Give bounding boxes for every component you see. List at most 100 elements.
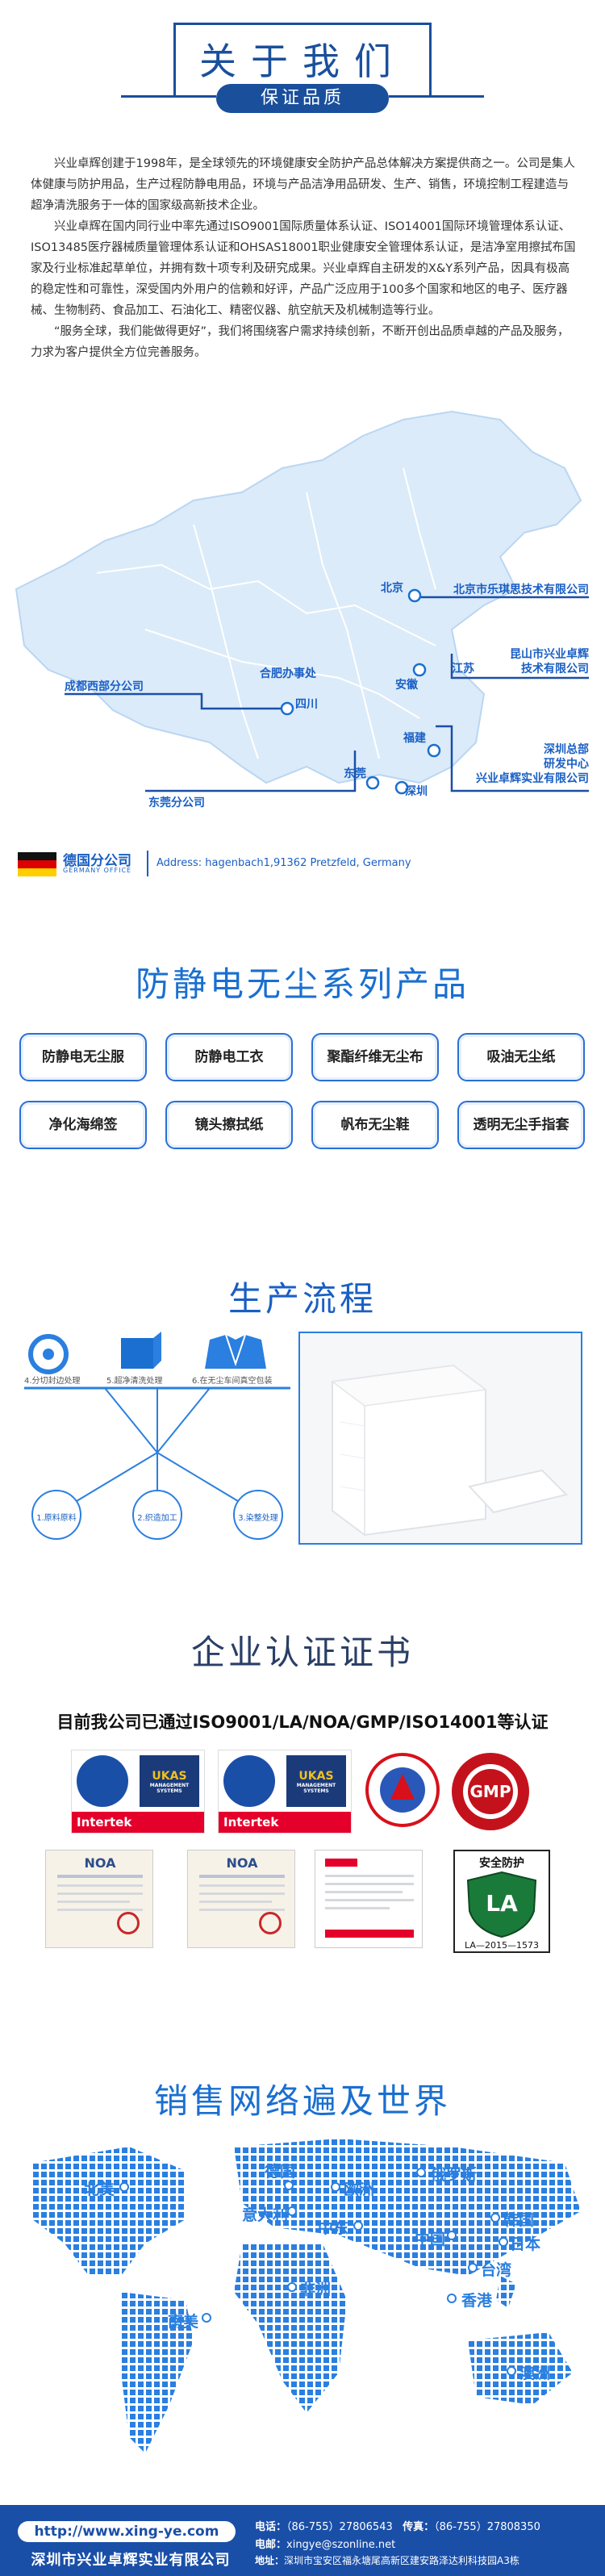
- region-russia: 俄罗斯: [431, 2166, 478, 2184]
- branch-shenzhen: 深圳总部: [544, 743, 589, 756]
- location-dot: [507, 2366, 516, 2376]
- divider: [389, 95, 484, 98]
- certs-title: 企业认证证书: [190, 1633, 414, 1672]
- ukas-label: UKAS: [152, 1770, 187, 1783]
- email-value[interactable]: xingye@szonline.net: [286, 2539, 396, 2551]
- contact-address: 地址：深圳市宝安区福永塘尾高新区建安路泽达利科技园A3栋: [255, 2553, 519, 2567]
- location-dot: [331, 2182, 340, 2192]
- location-dot: [468, 2263, 478, 2273]
- process-step-circle: 2.织造加工: [132, 1490, 182, 1540]
- noa-label: NOA: [84, 1855, 116, 1871]
- intertek-logo-icon: [325, 1859, 357, 1867]
- wipe-stack-image: [300, 1333, 581, 1543]
- la-label: LA: [486, 1890, 518, 1917]
- region-japan: 日本: [510, 2235, 541, 2253]
- process-step-circle: 1.原料原料: [31, 1490, 81, 1540]
- globe-icon: [77, 1755, 128, 1807]
- ukas-label: UKAS: [298, 1770, 334, 1783]
- product-button[interactable]: 帆布无尘鞋: [311, 1101, 439, 1149]
- region-middle-east: 中东: [318, 2219, 349, 2237]
- contact-phone-fax: 电话：（86-755）27806543 传真：（86-755）27808350: [255, 2518, 540, 2533]
- website-link[interactable]: http://www.xing-ye.com: [18, 2521, 236, 2542]
- product-button[interactable]: 防静电无尘服: [19, 1033, 147, 1081]
- process-step-label: 6.在无尘车间真空包装: [192, 1377, 273, 1386]
- region-italy: 意大利: [242, 2206, 289, 2224]
- products-title: 防静电无尘系列产品: [135, 964, 469, 1004]
- region-europe: 欧洲: [344, 2181, 375, 2198]
- company-name: 深圳市兴业卓辉实业有限公司: [31, 2552, 231, 2569]
- footer: http://www.xing-ye.com 深圳市兴业卓辉实业有限公司 电话：…: [0, 2505, 605, 2576]
- product-button[interactable]: 净化海绵签: [19, 1101, 147, 1149]
- contact-email: 电邮：xingye@szonline.net: [255, 2536, 395, 2551]
- stamp-icon: [117, 1912, 140, 1934]
- city-fujian: 福建: [403, 732, 426, 745]
- germany-office-name: 德国分公司: [63, 853, 131, 869]
- region-korea: 韩国: [503, 2211, 535, 2229]
- branch-shenzhen: 兴业卓辉实业有限公司: [476, 772, 589, 785]
- product-button[interactable]: 聚酯纤维无尘布: [311, 1033, 439, 1081]
- product-button[interactable]: 镜头擦拭纸: [165, 1101, 293, 1149]
- ukas-sub-label: MANAGEMENT SYSTEMS: [149, 1783, 190, 1794]
- location-dot: [490, 2213, 500, 2223]
- location-dot: [284, 2181, 294, 2190]
- intertek-label: Intertek: [72, 1812, 204, 1833]
- location-dot: [447, 2231, 457, 2240]
- world-map-dots: [32, 2139, 581, 2453]
- certs-intro: 目前我公司已通过ISO9001/LA/NOA/GMP/ISO14001等认证: [56, 1712, 549, 1732]
- product-button[interactable]: 吸油无尘纸: [457, 1033, 585, 1081]
- process-step-circle: 3.染整处理: [233, 1490, 283, 1540]
- globe-icon: [223, 1755, 275, 1807]
- email-label: 电邮：: [255, 2539, 287, 2551]
- about-title: 关于我们: [199, 40, 406, 83]
- safety-seal-icon: [365, 1753, 440, 1827]
- shield-icon: [466, 1871, 537, 1938]
- process-step-label: 5.超净清洗处理: [106, 1377, 163, 1386]
- location-dot: [353, 2221, 363, 2231]
- noa-certificate: NOA: [187, 1850, 295, 1948]
- intro-paragraph: “服务全球，我们能做得更好”，我们将围绕客户需求持续创新，不断开创出品质卓越的产…: [31, 325, 570, 359]
- china-map-shape: [15, 410, 589, 795]
- divider: [121, 95, 216, 98]
- process-diagram-lines: [24, 1332, 290, 1514]
- process-step-label: 4.分切封边处理: [24, 1377, 81, 1386]
- branch-beijing: 北京市乐琪思技术有限公司: [453, 583, 589, 596]
- la-number: LA—2015—1573: [465, 1940, 539, 1951]
- germany-office-address: Address: hagenbach1,91362 Pretzfeld, Ger…: [156, 857, 411, 869]
- ukas-sub-label: MANAGEMENT SYSTEMS: [296, 1783, 336, 1794]
- branch-dongguan: 东莞分公司: [148, 797, 205, 809]
- product-button[interactable]: 透明无尘手指套: [457, 1101, 585, 1149]
- branch-chengdu: 成都西部分公司: [65, 680, 144, 693]
- region-south-america: 南美: [168, 2313, 199, 2331]
- gmp-cert-seal: GMP: [449, 1750, 532, 1834]
- process-title: 生产流程: [227, 1279, 377, 1319]
- branch-kunshan: 技术有限公司: [521, 663, 589, 675]
- region-taiwan: 台湾: [481, 2261, 512, 2279]
- intertek-certificate: [315, 1850, 423, 1948]
- region-australia: 澳洲: [519, 2365, 551, 2382]
- process-step-label: 1.原料原料: [36, 1514, 77, 1523]
- about-intro: 兴业卓辉创建于1998年，是全球领先的环境健康安全防护产品总体解决方案提供商之一…: [31, 153, 579, 363]
- world-map: 北美 德国 意大利 俄罗斯 欧洲 中东 中国 韩国 日本 台湾 非洲 香港 南美…: [0, 2114, 605, 2494]
- about-frame: [173, 23, 432, 95]
- location-dot: [499, 2237, 508, 2247]
- noa-label: NOA: [226, 1855, 258, 1871]
- product-button[interactable]: 防静电工衣: [165, 1033, 293, 1081]
- tel-label: 电话：: [255, 2521, 287, 2533]
- gmp-label: GMP: [469, 1782, 511, 1801]
- gmp-seal-icon: [452, 1753, 529, 1830]
- location-dot: [447, 2294, 457, 2303]
- branch-shenzhen: 研发中心: [544, 758, 589, 771]
- region-hong-kong: 香港: [461, 2292, 493, 2310]
- noa-certificate: NOA: [45, 1850, 153, 1948]
- fax-value: （86-755）27808350: [434, 2521, 540, 2533]
- ukas-badge: UKAS MANAGEMENT SYSTEMS: [140, 1755, 199, 1807]
- intro-paragraph: 兴业卓辉创建于1998年，是全球领先的环境健康安全防护产品总体解决方案提供商之一…: [31, 157, 575, 212]
- intro-paragraph: 兴业卓辉在国内同行业中率先通过ISO9001国际质量体系认证、ISO14001国…: [31, 220, 576, 317]
- city-sichuan: 四川: [295, 698, 318, 711]
- intertek-ukas-cert: UKAS MANAGEMENT SYSTEMS Intertek: [218, 1750, 352, 1834]
- city-jiangsu: 江苏: [452, 663, 474, 675]
- germany-office: 德国分公司 GERMANY OFFICE Address: hagenbach1…: [18, 849, 599, 881]
- location-dot: [287, 2282, 297, 2292]
- intertek-label: Intertek: [219, 1812, 351, 1833]
- region-africa: 非洲: [300, 2281, 332, 2298]
